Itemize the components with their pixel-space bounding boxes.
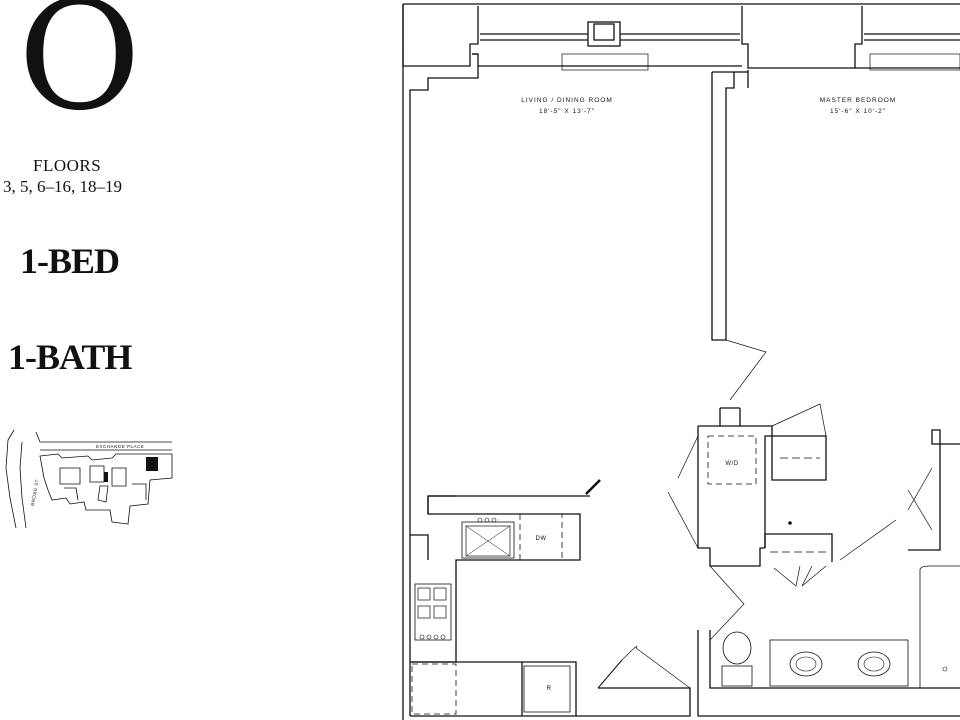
dishwasher [519,513,563,561]
washer-dryer [707,435,757,485]
floors-list: 3, 5, 6–16, 18–19 [3,177,122,196]
toilet [722,631,752,665]
floors-title: FLOORS [33,156,102,175]
washer-dryer-label: W/D [725,461,738,467]
key-map-street-left: BROAD ST [30,479,40,506]
bathroom-wall [764,533,833,562]
dishwasher-label: DW [536,536,547,542]
master-bedroom-dims: 15'-6" X 10'-2" [830,108,886,115]
floor-plan: LIVING / DINING ROOM 18'-5" X 13'-7" MAS… [402,3,960,720]
vanity [769,639,909,687]
bedroom-count: 1-BED [20,241,120,281]
refrigerator-label: R [547,686,552,692]
bathroom-count: 1-BATH [8,337,132,377]
unit-letter: O [18,0,141,144]
master-bedroom-name: MASTER BEDROOM [820,97,896,104]
key-map-street-top: EXCHANGE PLACE [96,444,144,449]
kitchen-counter [410,496,581,663]
unit-info-panel: O FLOORS 3, 5, 6–16, 18–19 1-BED 1-BATH … [0,0,380,720]
kitchen-sink [461,521,515,559]
partition-wall [711,71,735,341]
living-room-dims: 18'-5" X 13'-7" [539,108,595,115]
refrigerator [523,665,571,713]
living-room-name: LIVING / DINING ROOM [521,97,613,104]
bathtub [919,565,960,688]
exterior-wall [402,3,960,720]
range [414,583,452,641]
living-wall [409,53,479,716]
key-plan-map: EXCHANGE PLACE BROAD ST [5,429,173,529]
window-master [864,33,960,41]
entry-door [597,659,623,689]
